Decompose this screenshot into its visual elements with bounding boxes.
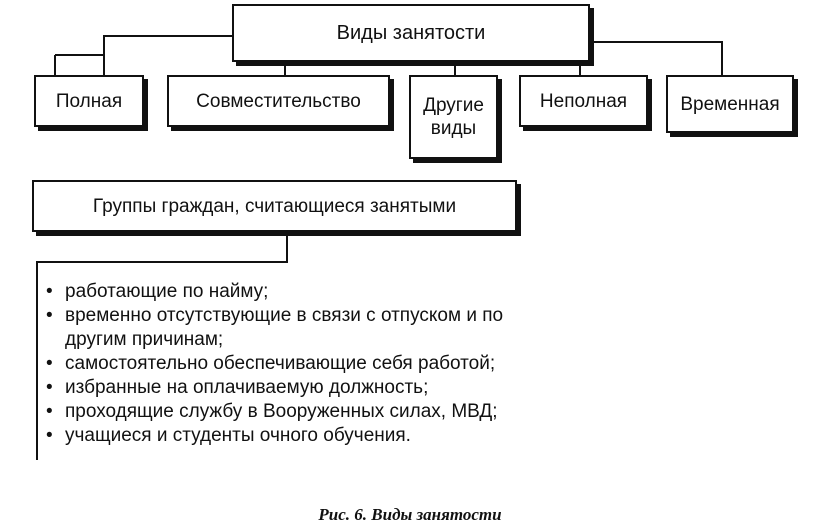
connector-root-right	[590, 41, 723, 75]
list-item: временно отсутствующие в связи с отпуско…	[44, 304, 545, 352]
type-node-part-time: Неполная	[519, 75, 648, 127]
groups-title: Группы граждан, считающиеся занятыми	[92, 195, 457, 217]
groups-list: работающие по найму; временно отсутствую…	[44, 280, 545, 448]
connector-root-left	[103, 35, 232, 75]
type-node-temporary: Временная	[666, 75, 794, 133]
groups-node: Группы граждан, считающиеся занятыми	[32, 180, 517, 232]
list-item: самостоятельно обеспечивающие себя работ…	[44, 352, 545, 376]
figure-caption: Рис. 6. Виды занятости	[318, 505, 502, 524]
type-node-full: Полная	[34, 75, 144, 127]
type-label-temporary: Временная	[680, 93, 780, 115]
list-item: работающие по найму;	[44, 280, 545, 304]
type-label-combination: Совместительство	[196, 90, 361, 112]
type-label-other: Другие виды	[423, 95, 484, 139]
list-item: проходящие службу в Вооруженных силах, М…	[44, 400, 545, 424]
root-node-employment-types: Виды занятости	[232, 4, 590, 62]
root-label: Виды занятости	[336, 21, 486, 44]
type-node-other: Другие виды	[409, 75, 498, 159]
type-label-full: Полная	[55, 90, 123, 112]
type-node-combination: Совместительство	[167, 75, 390, 127]
type-label-part-time: Неполная	[539, 90, 628, 112]
connector-groups-list	[36, 232, 288, 460]
list-item: избранные на оплачиваемую должность;	[44, 376, 545, 400]
list-item: учащиеся и студенты очного обучения.	[44, 424, 545, 448]
